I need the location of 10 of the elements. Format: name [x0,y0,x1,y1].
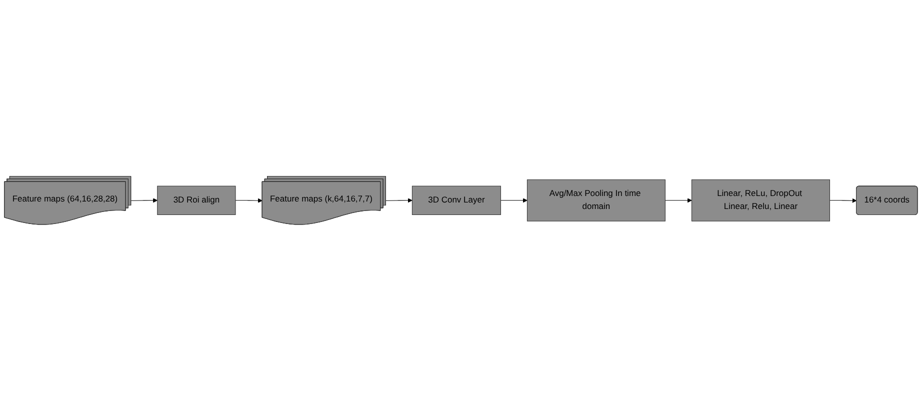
node-box: 3D Conv Layer [412,185,502,215]
node-box: Avg/Max Pooling In time domain [527,179,666,221]
arrow [130,198,158,202]
node-box: 3D Roi align [157,185,236,215]
arrow [830,198,857,203]
arrow [665,198,692,202]
arrow [386,198,412,202]
node-box: Linear, ReLu, DropOut Linear, Relu, Linear [692,179,830,221]
arrow [235,198,263,203]
arrow [500,198,528,202]
